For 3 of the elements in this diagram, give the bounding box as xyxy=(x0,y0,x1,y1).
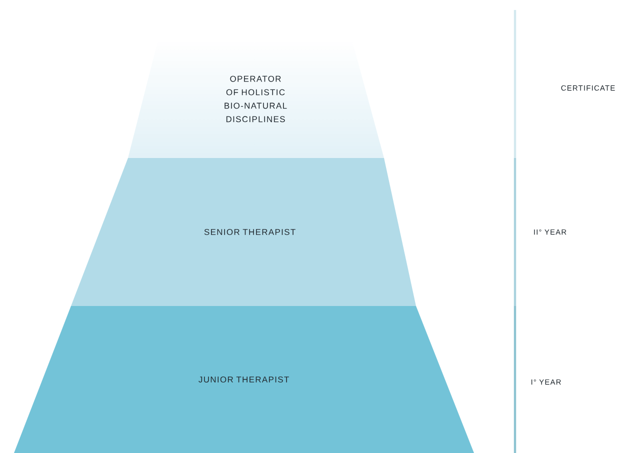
pyramid-level: SENIOR THERAPIST xyxy=(71,158,416,306)
pyramid-level: JUNIOR THERAPIST xyxy=(14,306,474,453)
pyramid-level: OPERATOR OF HOLISTIC BIO-NATURAL DISCIPLINES xyxy=(224,76,287,122)
